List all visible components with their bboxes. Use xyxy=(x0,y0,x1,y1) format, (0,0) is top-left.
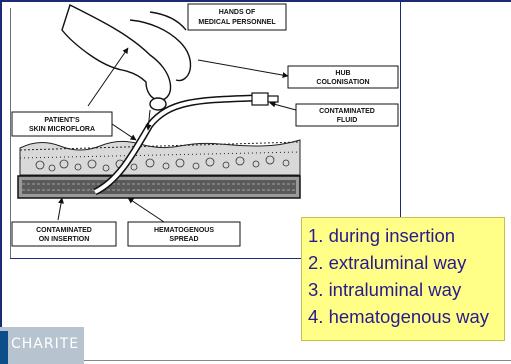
logo-text: CHARITE xyxy=(11,336,79,352)
legend-item: 2. extraluminal way xyxy=(308,249,504,276)
svg-text:CONTAMINATED: CONTAMINATED xyxy=(36,227,92,234)
logo-bar xyxy=(0,331,8,364)
label-contaminated-fluid: CONTAMINATED FLUID xyxy=(296,104,398,126)
svg-text:SKIN MICROFLORA: SKIN MICROFLORA xyxy=(29,126,95,133)
svg-text:PATIENT'S: PATIENT'S xyxy=(44,117,80,124)
skin-tissue xyxy=(20,140,300,175)
svg-text:SPREAD: SPREAD xyxy=(169,236,198,243)
label-hematogenous-spread: HEMATOGENOUS SPREAD xyxy=(128,222,240,246)
svg-text:HUB: HUB xyxy=(335,70,350,77)
legend-item: 4. hematogenous way xyxy=(308,303,504,330)
label-contaminated-insertion: CONTAMINATED ON INSERTION xyxy=(12,222,116,246)
svg-text:CONTAMINATED: CONTAMINATED xyxy=(319,108,375,115)
svg-text:MEDICAL PERSONNEL: MEDICAL PERSONNEL xyxy=(198,19,276,26)
legend-item: 1. during insertion xyxy=(308,222,504,249)
svg-text:COLONISATION: COLONISATION xyxy=(316,79,369,86)
frame-bottom-line xyxy=(84,360,511,361)
label-hub-colonisation: HUB COLONISATION xyxy=(288,66,398,88)
svg-text:HEMATOGENOUS: HEMATOGENOUS xyxy=(154,227,214,234)
routes-legend: 1. during insertion 2. extraluminal way … xyxy=(301,217,505,341)
blood-vessel xyxy=(18,176,300,198)
svg-text:FLUID: FLUID xyxy=(337,117,358,124)
hand-illustration xyxy=(62,5,191,110)
label-hands: HANDS OF MEDICAL PERSONNEL xyxy=(188,4,286,30)
svg-text:HANDS OF: HANDS OF xyxy=(219,9,256,16)
frame-divider-line xyxy=(10,258,302,259)
svg-text:ON INSERTION: ON INSERTION xyxy=(39,236,90,243)
frame-right-line xyxy=(400,0,401,218)
label-skin-microflora: PATIENT'S SKIN MICROFLORA xyxy=(12,112,112,136)
legend-item: 3. intraluminal way xyxy=(308,276,504,303)
charite-logo: CHARITE xyxy=(0,327,84,364)
